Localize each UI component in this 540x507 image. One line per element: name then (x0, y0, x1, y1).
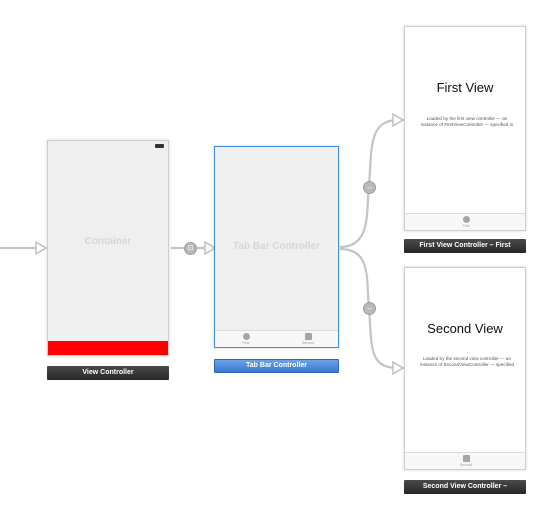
second-segue-arrowhead (392, 360, 405, 376)
second-view-tab-square-icon (462, 455, 470, 462)
first-view-tab-item[interactable]: First (446, 216, 486, 228)
first-tab-circle-icon (242, 333, 250, 340)
red-bottom-bar (48, 341, 168, 355)
first-view-description: Loaded by the first view controller — an… (420, 116, 514, 127)
view-controller-scene[interactable]: Container (47, 140, 169, 356)
second-view-title: Second View (427, 321, 503, 336)
embed-segue-arrowhead (204, 240, 217, 256)
first-view-controller-scene[interactable]: First View Loaded by the first view cont… (404, 26, 526, 231)
tab-bar-controller-ghost-title: Tab Bar Controller (232, 241, 321, 252)
tab-item-second[interactable]: Second (288, 333, 328, 345)
second-view-description: Loaded by the second view controller — a… (419, 356, 515, 367)
first-view-title: First View (436, 80, 494, 95)
second-tab-square-icon (304, 333, 312, 340)
relationship-segue-second-badge[interactable]: ↔ (363, 302, 376, 315)
tab-item-first[interactable]: First (226, 333, 266, 345)
first-view-tab-circle-icon (462, 216, 470, 223)
second-view-tab-bar: Second (405, 452, 525, 469)
first-view-tab-label: First (462, 224, 470, 228)
tab-bar-controller-label[interactable]: Tab Bar Controller (214, 359, 339, 373)
embed-segue-badge[interactable]: ⊡ (184, 242, 197, 255)
tab-item-second-label: Second (301, 341, 315, 345)
tab-item-first-label: First (242, 341, 250, 345)
first-view-controller-label[interactable]: First View Controller – First (404, 239, 526, 253)
tab-bar-controller-scene[interactable]: Tab Bar Controller First Second (214, 146, 339, 348)
second-view-controller-label[interactable]: Second View Controller – (404, 480, 526, 494)
tab-bar: First Second (215, 330, 338, 347)
second-view-tab-item[interactable]: Second (446, 455, 486, 467)
container-view-label: Container (84, 236, 132, 247)
first-segue-arrowhead (392, 112, 405, 128)
initial-arrowhead (35, 240, 48, 256)
view-controller-label[interactable]: View Controller (47, 366, 169, 380)
status-battery-icon (155, 144, 164, 148)
second-view-controller-scene[interactable]: Second View Loaded by the second view co… (404, 267, 526, 470)
first-view-tab-bar: First (405, 213, 525, 230)
second-view-tab-label: Second (459, 463, 473, 467)
relationship-segue-first-badge[interactable]: ↔ (363, 181, 376, 194)
